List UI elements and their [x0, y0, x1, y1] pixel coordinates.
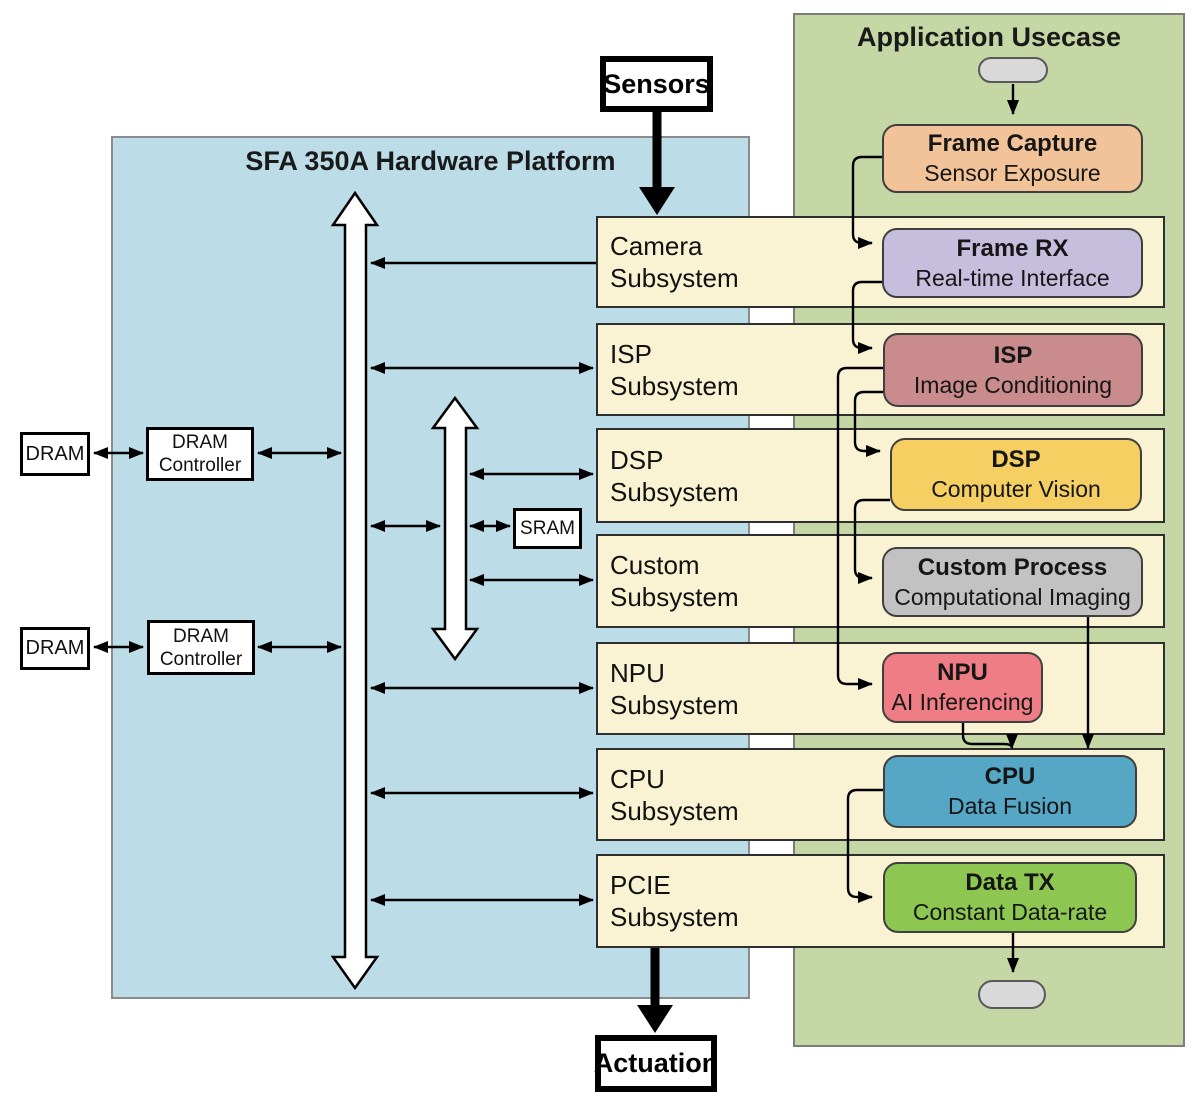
dram2-label: DRAM	[25, 637, 85, 659]
flow-subtitle: AI Inferencing	[891, 689, 1034, 715]
dram1-label: DRAM	[25, 442, 85, 465]
flow-title: Frame Capture	[927, 130, 1098, 157]
row-label: Camera	[610, 231, 703, 261]
flow-start-terminator	[978, 57, 1048, 83]
actuation-box: Actuation	[593, 1035, 719, 1092]
dram-controller1-label: DRAM	[172, 432, 228, 453]
dram-controller2-box: DRAM Controller	[147, 620, 255, 675]
flow-end-terminator	[978, 980, 1046, 1009]
flow-frame-rx: Frame RX Real-time Interface	[882, 228, 1143, 298]
row-label: PCIE	[610, 870, 671, 900]
flow-title: Data TX	[965, 869, 1055, 896]
row-label: ISP	[610, 338, 652, 369]
dram-controller2-label: Controller	[159, 648, 243, 670]
dram-controller2-label: DRAM	[173, 625, 229, 647]
dram-controller1-box: DRAM Controller	[146, 427, 254, 481]
flow-title: CPU	[984, 763, 1036, 790]
flow-subtitle: Computer Vision	[931, 476, 1101, 502]
dram-controller1-label: Controller	[158, 455, 242, 476]
flow-title: Frame RX	[956, 234, 1069, 262]
row-label: Subsystem	[610, 795, 739, 826]
flow-frame-capture: Frame Capture Sensor Exposure	[882, 124, 1143, 193]
sensors-box: Sensors	[600, 56, 713, 112]
flow-title: NPU	[937, 659, 988, 686]
row-label: Custom	[610, 550, 700, 580]
flow-custom-process: Custom Process Computational Imaging	[882, 547, 1143, 617]
flow-subtitle: Constant Data-rate	[912, 899, 1108, 925]
dram2-box: DRAM	[20, 627, 90, 670]
flow-subtitle: Computational Imaging	[894, 583, 1131, 610]
hardware-platform-title: SFA 350A Hardware Platform	[245, 146, 616, 176]
flow-subtitle: Image Conditioning	[913, 371, 1113, 398]
row-label: Subsystem	[610, 370, 739, 401]
sram-box: SRAM	[513, 508, 582, 549]
row-npu-subsystem: NPU Subsystem	[596, 642, 1165, 735]
row-label: CPU	[610, 763, 665, 794]
flow-title: ISP	[993, 341, 1033, 369]
flow-npu: NPU AI Inferencing	[882, 652, 1043, 723]
flow-subtitle: Sensor Exposure	[924, 160, 1101, 186]
flow-subtitle: Data Fusion	[947, 793, 1072, 819]
flow-title: Custom Process	[917, 553, 1108, 581]
flow-title: DSP	[991, 446, 1041, 473]
row-label: Subsystem	[610, 263, 739, 293]
sram-label: SRAM	[520, 517, 575, 539]
row-label: Subsystem	[610, 902, 739, 932]
flow-dsp: DSP Computer Vision	[890, 438, 1142, 511]
flow-cpu: CPU Data Fusion	[883, 755, 1137, 828]
sensors-label: Sensors	[603, 68, 710, 99]
actuation-label: Actuation	[593, 1048, 719, 1078]
flow-data-tx: Data TX Constant Data-rate	[883, 862, 1137, 933]
application-usecase-title: Application Usecase	[856, 22, 1122, 52]
flow-isp: ISP Image Conditioning	[883, 333, 1143, 407]
row-label: NPU	[610, 657, 665, 688]
row-label: Subsystem	[610, 476, 739, 507]
row-label: DSP	[610, 444, 664, 475]
flow-subtitle: Real-time Interface	[915, 264, 1110, 291]
dram1-box: DRAM	[20, 432, 90, 476]
row-label: Subsystem	[610, 582, 739, 612]
row-label: Subsystem	[610, 689, 739, 720]
